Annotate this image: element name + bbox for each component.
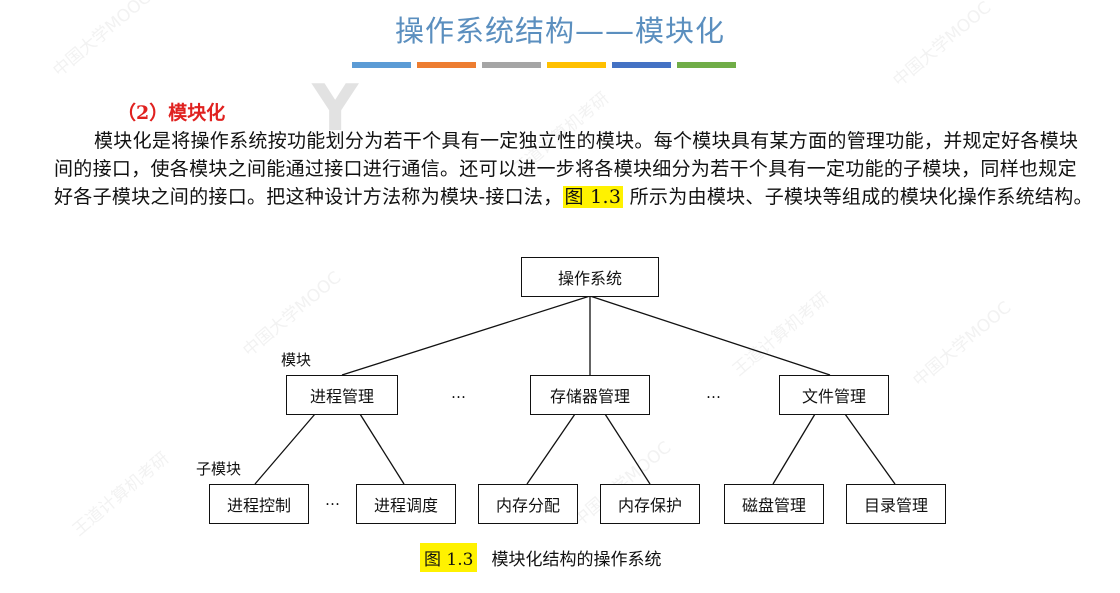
submodule-node: 进程控制: [209, 484, 309, 524]
connector-line: [844, 413, 896, 485]
connector-line: [254, 413, 316, 485]
root-node: 操作系统: [521, 257, 659, 297]
submodule-label: 子模块: [196, 460, 242, 478]
module-node: 存储器管理: [530, 375, 650, 415]
caption-figure-number: 图 1.3: [420, 543, 478, 572]
connector-line: [341, 295, 591, 376]
ellipsis: …: [325, 491, 340, 509]
body-paragraph: 模块化是将操作系统按功能划分为若干个具有一定独立性的模块。每个模块具有某方面的管…: [54, 127, 1094, 211]
figure-caption: 图 1.3 模块化结构的操作系统: [420, 543, 661, 572]
ellipsis: …: [451, 384, 466, 402]
module-node: 文件管理: [779, 375, 889, 415]
accent-segment: [677, 62, 736, 68]
paragraph-text: 模块化是将操作系统按功能划分为若干个具有一定独立性的模块。每个模块具有某方面的管…: [54, 130, 1079, 208]
decorative-y-mark: Y: [312, 72, 359, 146]
connector-line: [359, 413, 405, 485]
paragraph-text: 所示为由模块、子模块等组成的模块化操作系统结构。: [623, 186, 1093, 208]
accent-segment: [417, 62, 476, 68]
caption-text: 模块化结构的操作系统: [491, 550, 662, 570]
accent-segment: [352, 62, 411, 68]
figure-reference: 图 1.3: [562, 186, 624, 208]
accent-segment: [482, 62, 541, 68]
ellipsis: …: [706, 384, 721, 402]
submodule-node: 内存分配: [478, 484, 578, 524]
connector-line: [772, 413, 816, 485]
watermark-text: 王道计算机考研: [729, 288, 834, 381]
accent-segment: [612, 62, 671, 68]
section-heading: （2）模块化: [117, 102, 226, 124]
watermark-text: 王道计算机考研: [69, 448, 174, 541]
module-label: 模块: [281, 351, 312, 369]
accent-color-bar: [352, 62, 736, 68]
submodule-node: 内存保护: [600, 484, 700, 524]
submodule-node: 磁盘管理: [724, 484, 824, 524]
watermark-text: 中国大学MOOC: [239, 267, 346, 362]
watermark-text: 中国大学MOOC: [909, 297, 1016, 392]
submodule-node: 进程调度: [356, 484, 456, 524]
submodule-node: 目录管理: [846, 484, 946, 524]
accent-segment: [547, 62, 606, 68]
module-node: 进程管理: [286, 375, 398, 415]
page-title: 操作系统结构——模块化: [394, 14, 725, 48]
connector-line: [526, 413, 576, 485]
